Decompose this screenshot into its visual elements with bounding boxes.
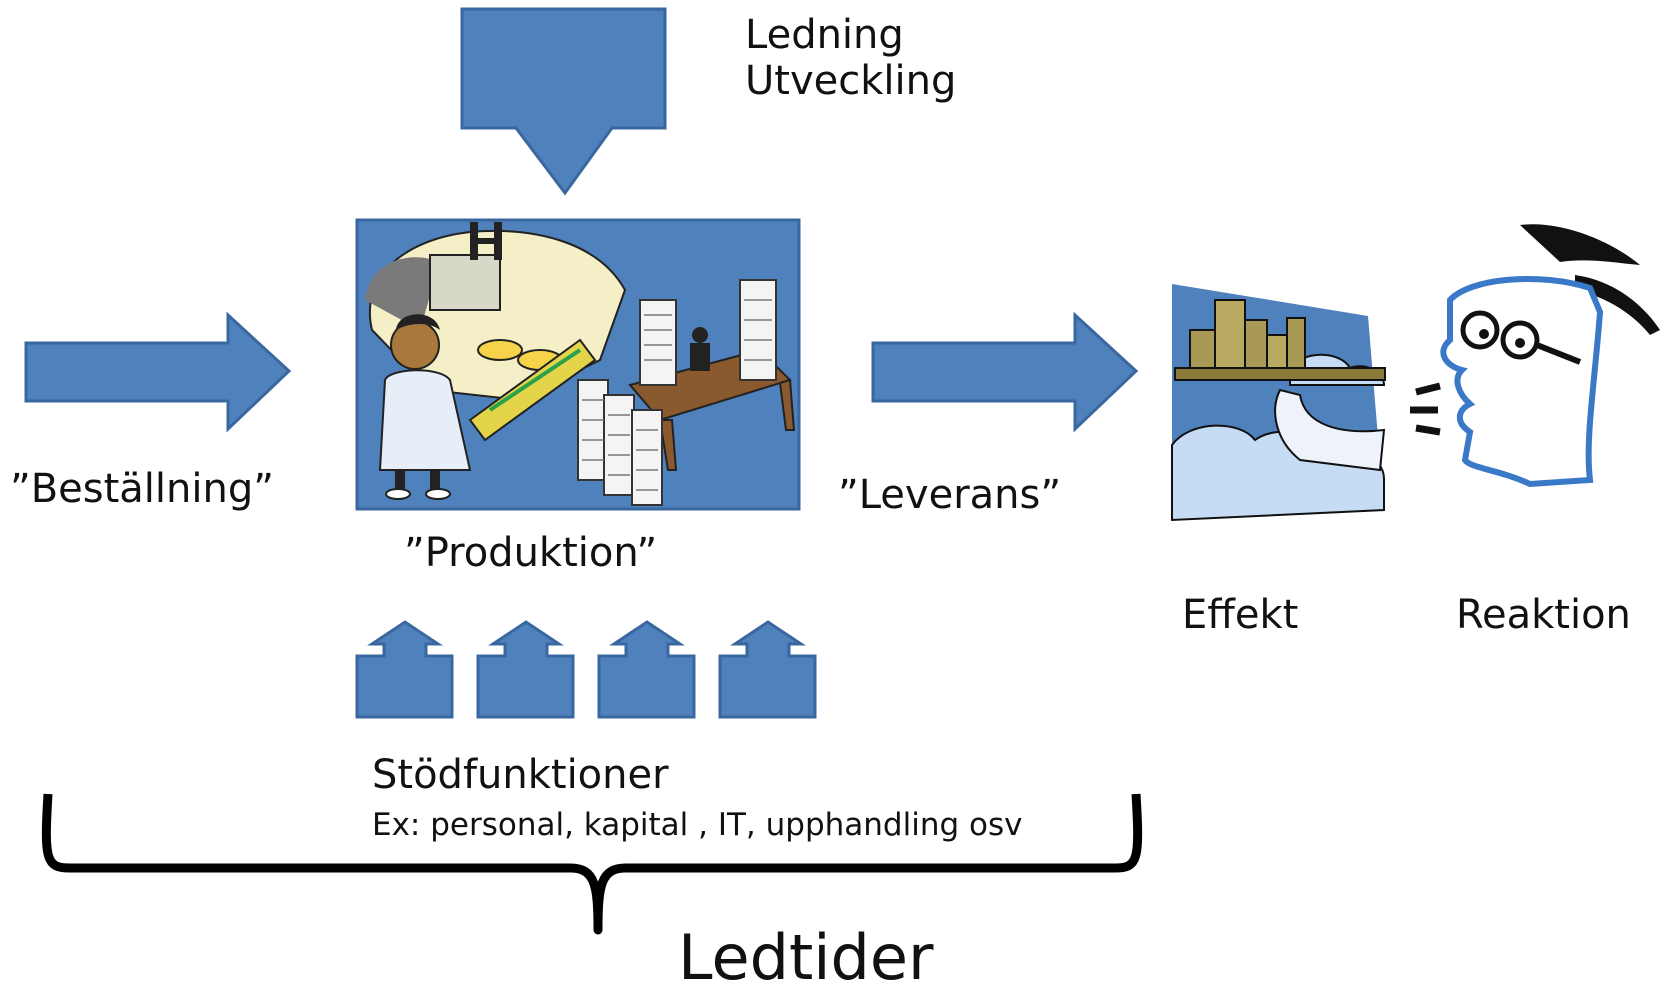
support-callout-4: [718, 620, 817, 719]
support-callout-1: [355, 620, 454, 719]
production-illustration: [355, 218, 801, 511]
delivery-label: ”Leverans”: [838, 472, 1062, 518]
management-label-line1: Ledning: [745, 12, 904, 58]
lead-time-label: Ledtider: [678, 921, 934, 994]
order-label: ”Beställning”: [10, 466, 274, 512]
effect-illustration: [1171, 284, 1386, 522]
delivery-arrow: [871, 311, 1139, 433]
order-arrow: [24, 311, 292, 433]
support-callout-group: [355, 620, 817, 719]
support-callout-3: [597, 620, 696, 719]
support-callout-2: [476, 620, 575, 719]
reaction-label: Reaktion: [1456, 592, 1631, 638]
support-examples: Ex: personal, kapital , IT, upphandling …: [372, 807, 1023, 843]
effect-label: Effekt: [1182, 592, 1299, 638]
lead-time-brace: [41, 793, 1143, 935]
support-title: Stödfunktioner: [372, 752, 669, 798]
management-label-line2: Utveckling: [745, 58, 957, 104]
reaction-illustration: [1410, 224, 1660, 488]
management-label: Ledning Utveckling: [745, 12, 956, 104]
management-down-arrow: [460, 7, 667, 196]
production-label: ”Produktion”: [404, 530, 658, 576]
